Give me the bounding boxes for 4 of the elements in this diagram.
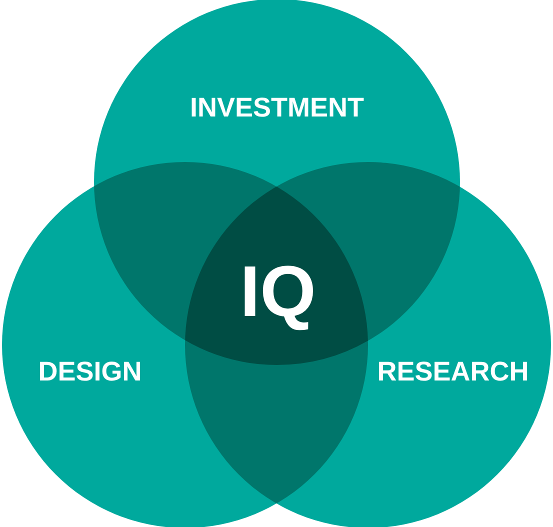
circle-label: INVESTMENT	[190, 92, 364, 124]
circle-label: DESIGN	[38, 356, 142, 388]
circle-label: RESEARCH	[377, 356, 529, 388]
center-label: IQ	[240, 251, 316, 333]
